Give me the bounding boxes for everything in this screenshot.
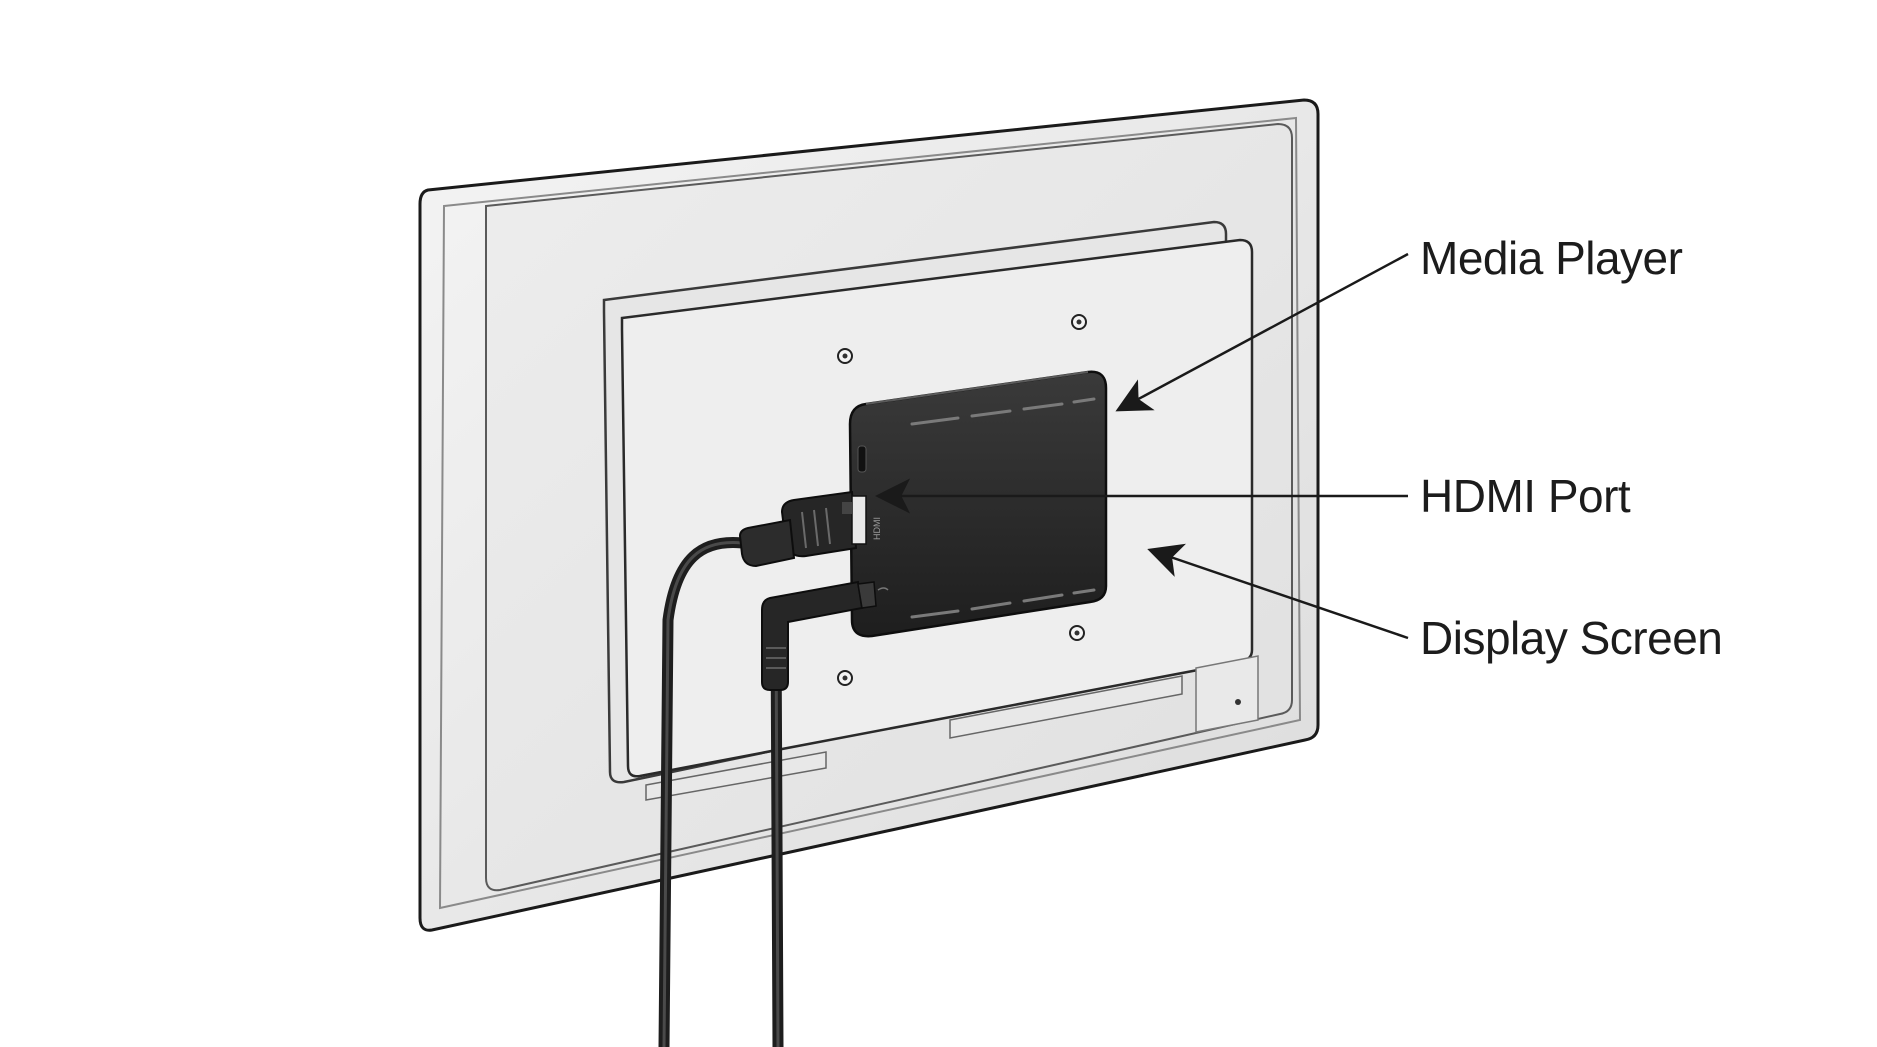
screw-hole-top-left	[837, 348, 853, 364]
screen-frame-bevel	[438, 116, 1302, 910]
screw-hole-bottom-left	[837, 670, 853, 686]
hdmi-port-marking: HDMI	[872, 517, 882, 540]
panel-indicator-dot	[1235, 699, 1241, 705]
callout-line-display-screen	[1147, 543, 1409, 640]
media-player: HDMI	[848, 370, 1108, 638]
screw-hole-top-right	[1071, 314, 1087, 330]
media-player-top-edge	[865, 371, 1089, 405]
media-player-side-slot	[857, 445, 867, 473]
panel-slot-mid	[949, 675, 1183, 739]
callout-line-media-player	[1115, 252, 1409, 412]
vent-row-top	[910, 397, 1096, 426]
label-hdmi-port: HDMI Port	[1420, 470, 1631, 522]
label-media-player: Media Player	[1420, 232, 1683, 284]
hdmi-cable	[658, 537, 756, 1047]
power-connector-icon	[761, 580, 889, 691]
power-cable	[770, 622, 784, 1047]
hdmi-connector-icon	[738, 490, 867, 568]
vent-row-bottom	[910, 588, 1096, 619]
screw-hole-bottom-right	[1069, 625, 1085, 641]
media-player-body	[848, 370, 1108, 638]
panel-slot-right	[1195, 655, 1259, 733]
label-display-screen: Display Screen	[1420, 612, 1722, 664]
